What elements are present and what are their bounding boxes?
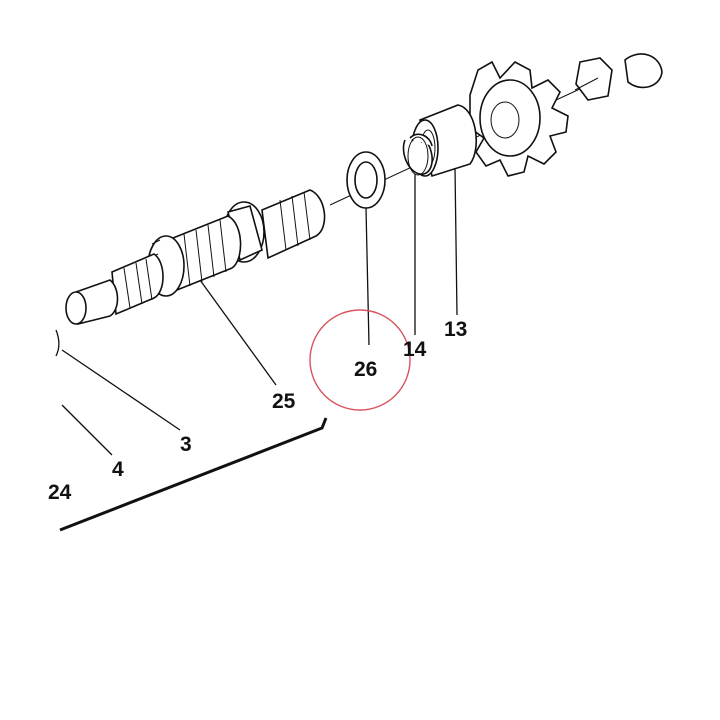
part-14-circlip [402, 133, 433, 176]
callout-14: 14 [403, 338, 427, 361]
callout-3: 3 [180, 433, 192, 456]
callout-24: 24 [48, 481, 72, 504]
left-edge-part-fragment [55, 329, 60, 357]
leader-13 [454, 167, 458, 316]
callout-13: 13 [444, 318, 467, 341]
leader-25 [199, 279, 277, 386]
callout-25: 25 [272, 390, 296, 413]
leader-3 [61, 349, 181, 431]
callout-4: 4 [112, 458, 124, 481]
callout-26: 26 [354, 358, 377, 381]
part-26-washer [346, 151, 386, 209]
right-partial-part [574, 53, 663, 101]
leader-26 [365, 207, 370, 346]
sprocket-part [469, 60, 569, 177]
group-bracket-line [59, 417, 328, 532]
highlight-circle-26 [309, 309, 411, 411]
part-25-shaft [65, 189, 326, 326]
leader-4 [61, 404, 113, 456]
